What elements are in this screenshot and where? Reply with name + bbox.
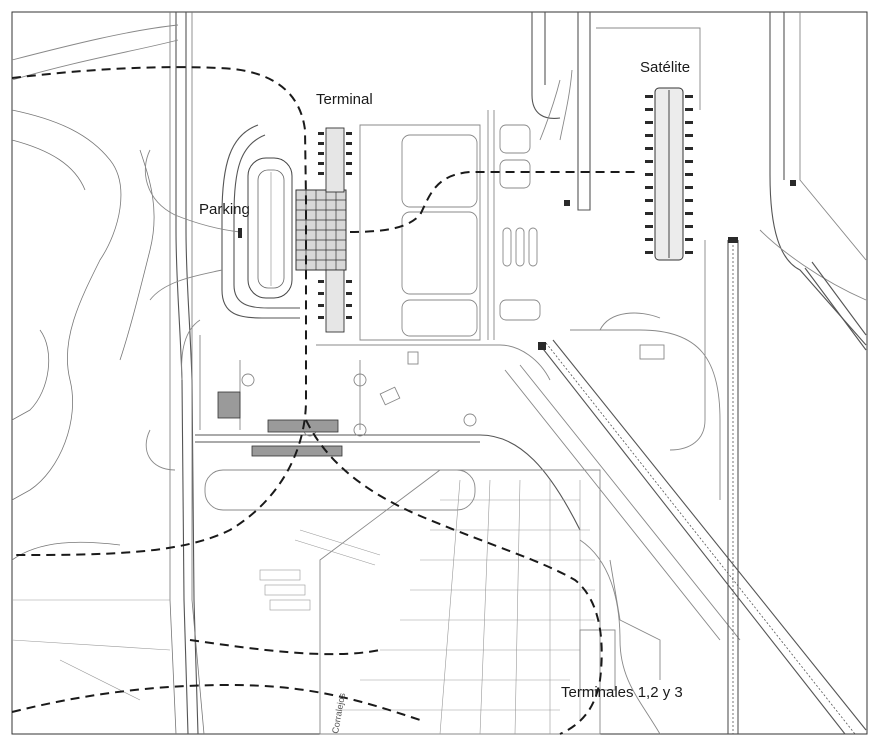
label-parking: Parking <box>199 201 250 218</box>
map-frame <box>11 11 868 735</box>
apron-taxiways <box>316 110 551 381</box>
station-marker <box>564 200 570 206</box>
rail-line <box>11 66 640 735</box>
label-satelite: Satélite <box>640 59 690 76</box>
runway-diagonal <box>504 312 867 735</box>
satellite-building <box>645 87 693 261</box>
runway-north <box>531 12 701 211</box>
runway-east <box>759 12 867 351</box>
terrain-contours <box>11 109 155 561</box>
terminal-building <box>295 127 352 333</box>
highway <box>11 12 205 735</box>
parking-structure <box>247 157 293 299</box>
label-terminal: Terminal <box>316 91 373 108</box>
parking-marker <box>238 228 242 238</box>
parking-access-roads <box>144 124 300 381</box>
label-street: Corralejos <box>330 692 347 735</box>
label-terminales: Terminales 1,2 y 3 <box>561 684 683 701</box>
runway-vertical <box>639 237 739 734</box>
town-blocks <box>11 469 661 735</box>
service-roads <box>145 335 581 531</box>
